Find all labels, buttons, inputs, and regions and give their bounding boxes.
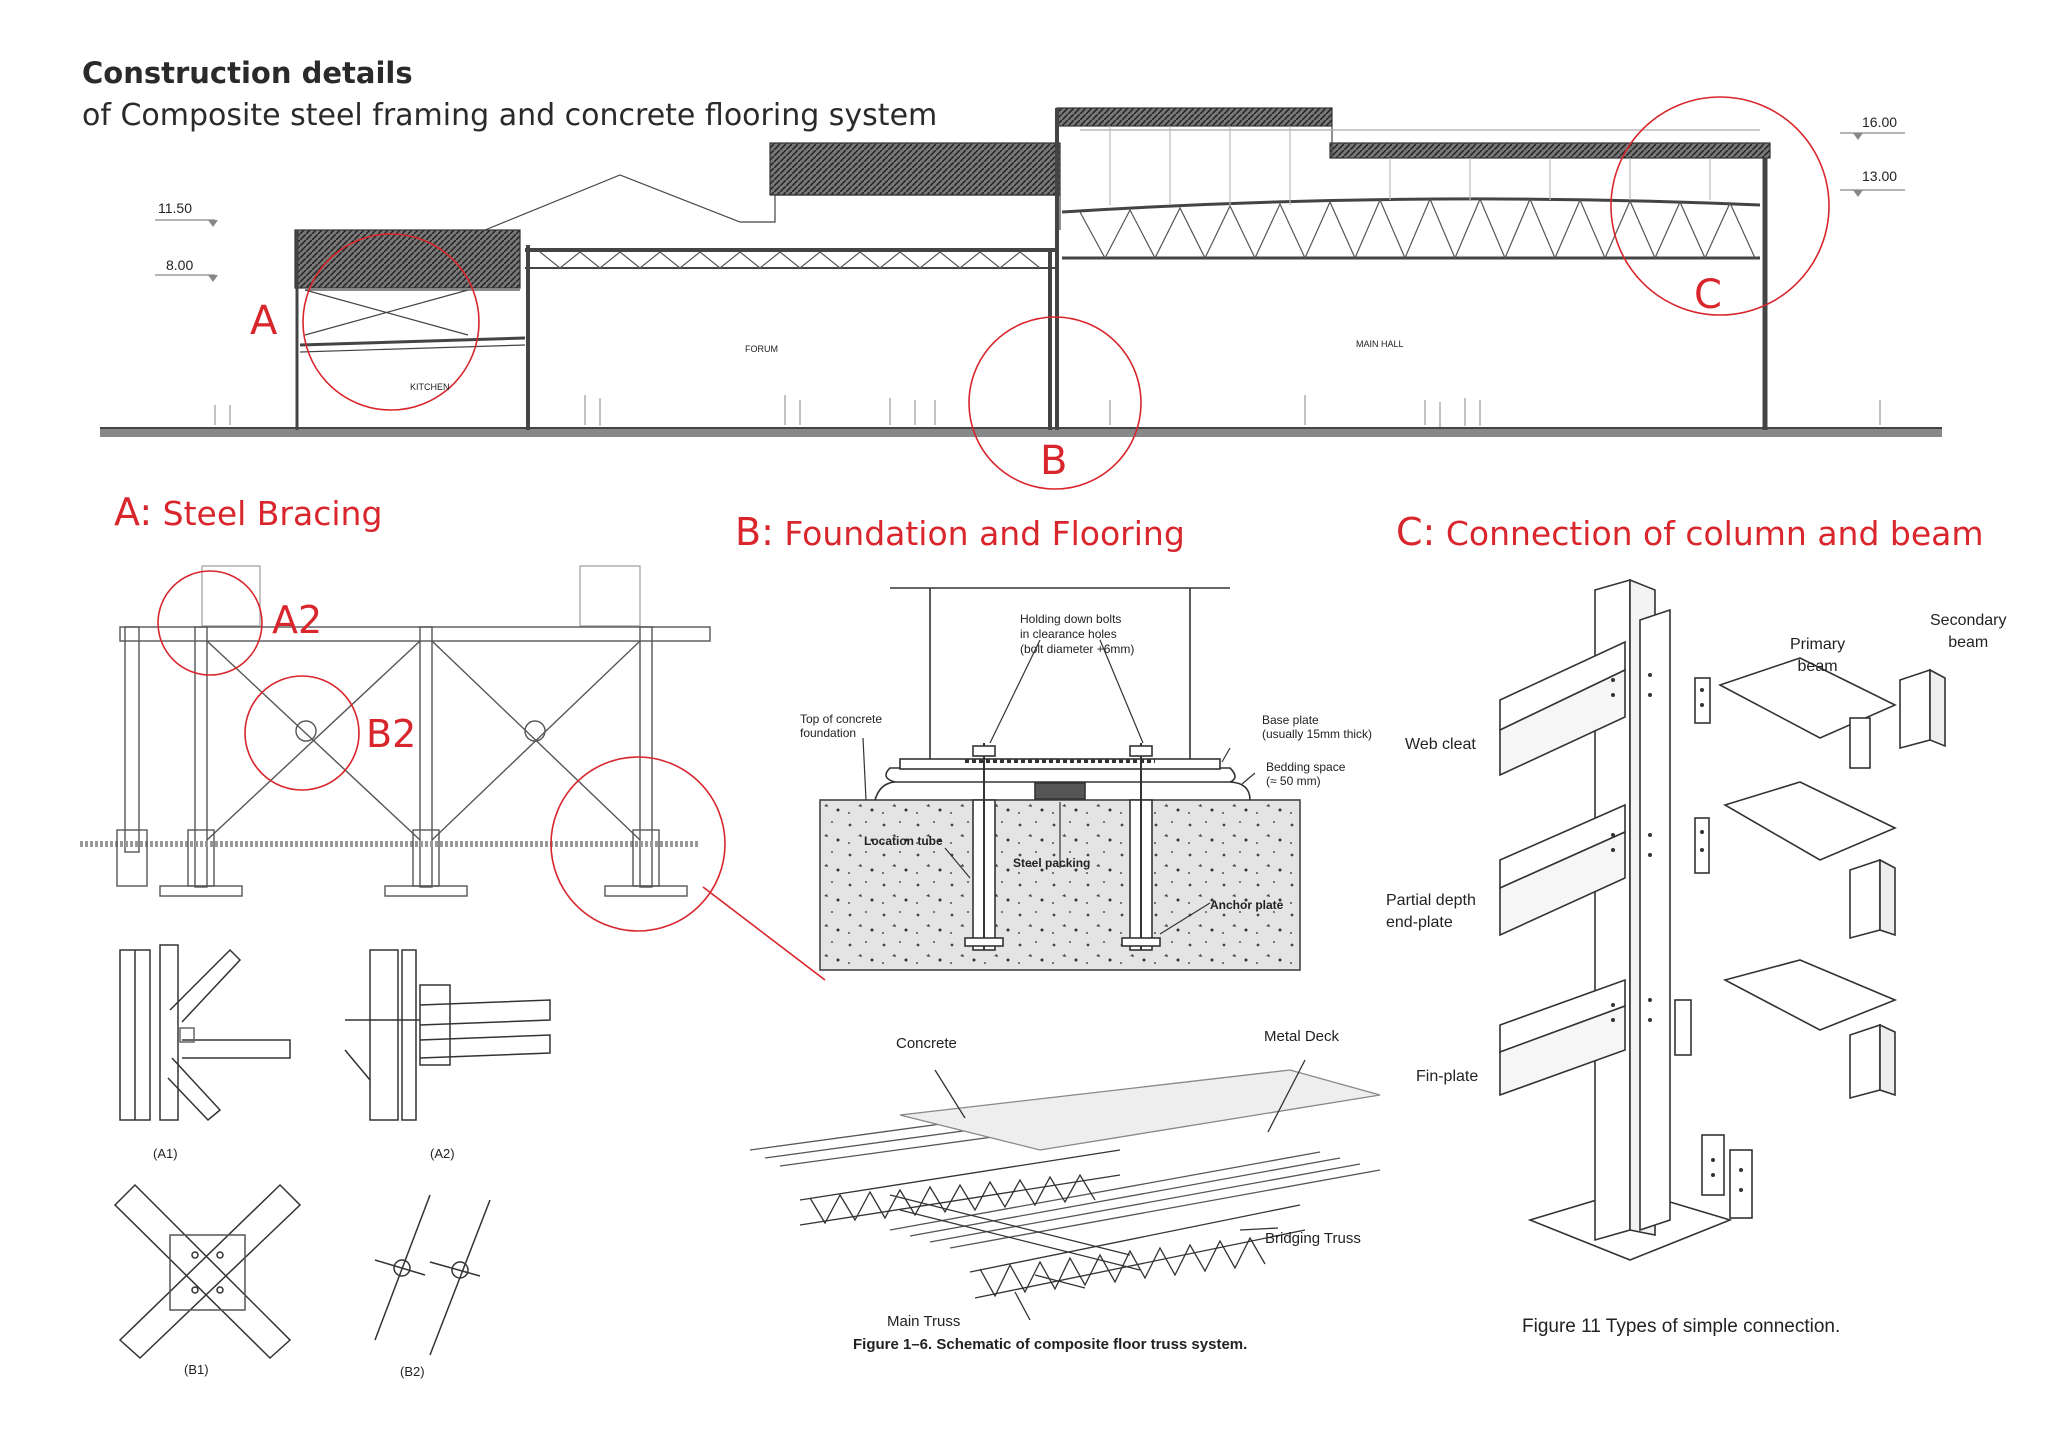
detail-b2-label: (B2) [400,1364,425,1379]
level-1600: 16.00 [1862,114,1898,130]
marker-a: A [250,298,278,344]
panel-b-letter: B: [735,510,774,554]
label-bolts-line1: Holding down bolts [1020,612,1122,626]
panel-c-title: Connection of column and beam [1445,514,1984,553]
label-bridging-truss: Bridging Truss [1265,1230,1361,1247]
label-base-line2: (usually 15mm thick) [1262,727,1373,741]
panel-a-heading: A: Steel Bracing [114,490,382,534]
callout-b2: B2 [366,712,417,756]
detail-b1-label: (B1) [184,1362,209,1377]
label-secondary-line2: beam [1948,634,1989,651]
room-forum: FORUM [745,344,778,354]
panel-a-title: Steel Bracing [162,494,383,533]
label-primary-line2: beam [1797,658,1838,675]
composite-floor-truss-drawing [749,1059,1381,1321]
callout-a2: A2 [272,598,323,642]
label-partial-line1: Partial depth [1386,892,1476,909]
label-steel-packing: Steel packing [1013,856,1091,870]
figure-1-6-caption: Figure 1–6. Schematic of composite floor… [853,1336,1248,1353]
label-top-line2: foundation [800,726,857,740]
label-holding-down-bolts: Holding down bolts in clearance holes (b… [1020,612,1134,657]
label-web-cleat: Web cleat [1405,736,1476,753]
page-title: Construction details [82,56,413,90]
label-bolts-line3: (bolt diameter +6mm) [1020,642,1135,656]
detail-b2-sketch [374,1194,491,1356]
panel-b-title: Foundation and Flooring [784,514,1185,553]
panel-c-heading: C: Connection of column and beam [1396,510,1984,554]
label-bolts-line2: in clearance holes [1020,627,1117,641]
label-base-plate: Base plate (usually 15mm thick) [1262,713,1372,741]
label-base-line1: Base plate [1262,713,1319,727]
label-anchor-plate: Anchor plate [1210,898,1284,912]
label-fin-plate: Fin-plate [1416,1068,1479,1085]
label-top-of-foundation: Top of concrete foundation [800,712,882,740]
label-partial-depth-end-plate: Partial depth end-plate [1386,890,1476,934]
foundation-detail-drawing [819,587,1301,971]
figure-11-caption: Figure 11 Types of simple connection. [1522,1316,1841,1337]
detail-a1-label: (A1) [153,1146,178,1161]
label-location-tube: Location tube [864,834,943,848]
beam-column-connection-drawing [1499,578,1946,1261]
label-bed-line1: Bedding space [1266,760,1346,774]
level-1150: 11.50 [158,200,192,216]
panel-a-letter: A: [114,490,153,534]
label-bed-line2: (≈ 50 mm) [1266,774,1321,788]
building-section-drawing [100,96,1942,490]
label-top-line1: Top of concrete [800,712,883,726]
panel-b-heading: B: Foundation and Flooring [735,510,1185,554]
label-main-truss: Main Truss [887,1313,961,1330]
room-main-hall: MAIN HALL [1356,339,1404,349]
label-primary-beam: Primary beam [1790,634,1845,678]
label-primary-line1: Primary [1790,636,1846,653]
panel-c-letter: C: [1396,510,1436,554]
marker-b: B [1040,438,1068,484]
label-partial-line2: end-plate [1386,914,1453,931]
label-secondary-line1: Secondary [1930,612,2007,629]
bracing-frame-elevation [80,565,826,981]
level-1300: 13.00 [1862,168,1898,184]
label-concrete: Concrete [896,1035,957,1052]
detail-a2-sketch [344,949,551,1121]
level-800: 8.00 [166,257,194,273]
detail-a1-sketch [119,944,291,1122]
room-kitchen: KITCHEN [410,382,450,392]
label-secondary-beam: Secondary beam [1930,610,2007,654]
detail-b1-sketch [113,1183,302,1360]
page-subtitle: of Composite steel framing and concrete … [82,98,938,133]
label-metal-deck: Metal Deck [1264,1028,1340,1045]
detail-a2-label: (A2) [430,1146,455,1161]
marker-c: C [1694,272,1722,318]
label-bedding-space: Bedding space (≈ 50 mm) [1266,760,1345,788]
